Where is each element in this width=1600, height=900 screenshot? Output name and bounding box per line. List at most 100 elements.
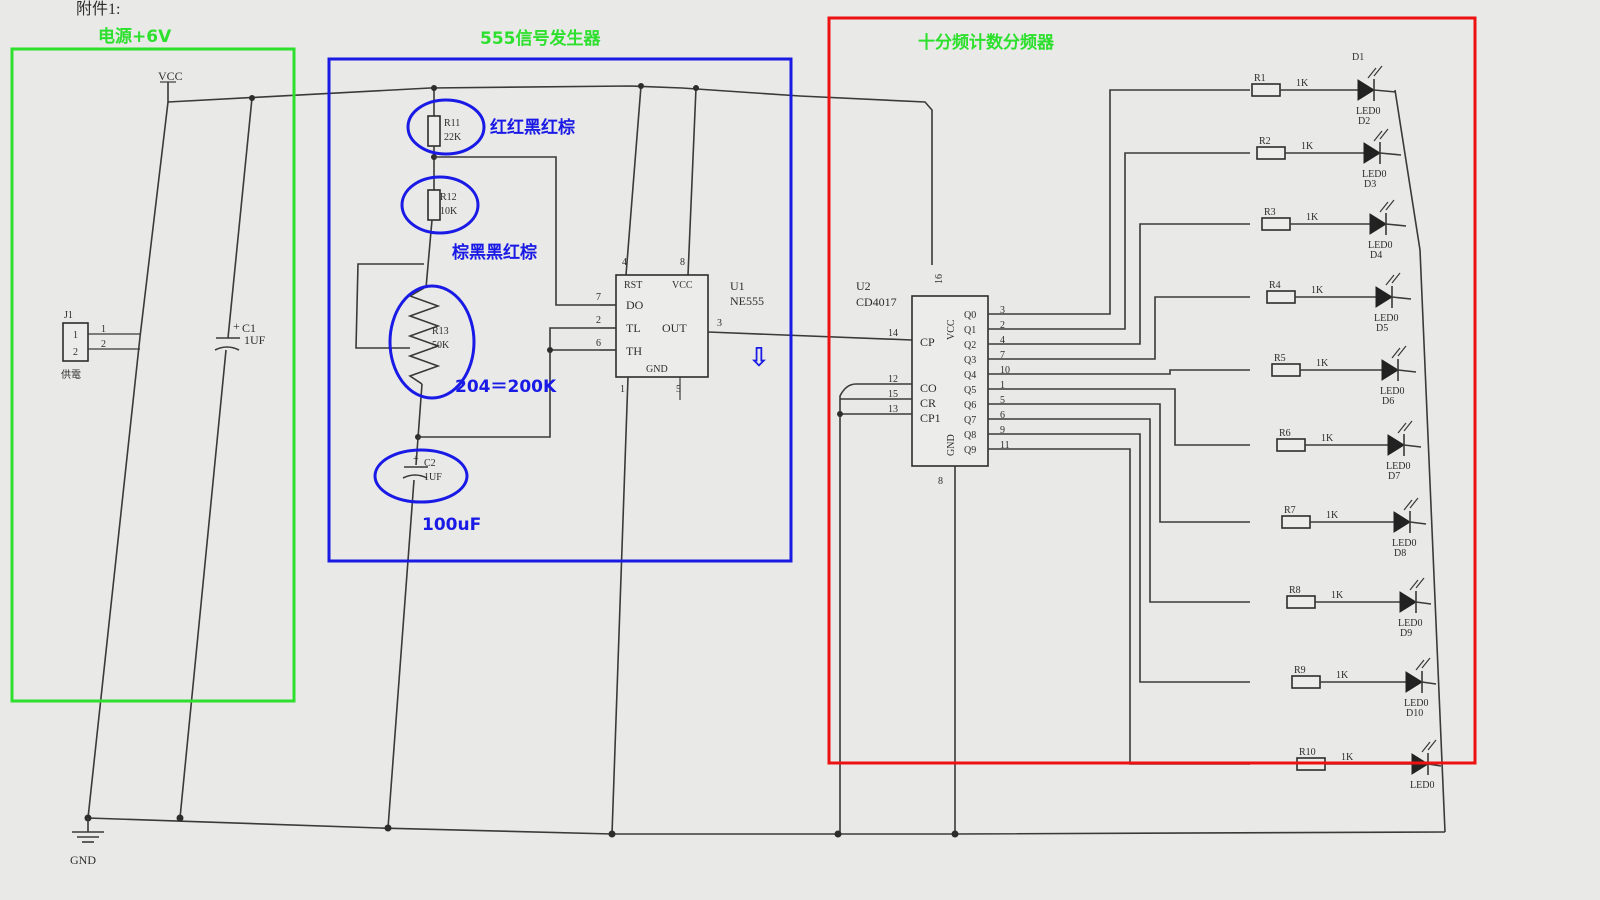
u1-pinnum-5: 5 xyxy=(676,384,681,395)
light-emission-icon xyxy=(1397,420,1413,434)
u1-pin-th: TH xyxy=(626,344,642,358)
resistor-value: 1K xyxy=(1301,141,1314,152)
resistor-ref: R8 xyxy=(1289,585,1301,596)
u2-pinnum-q7: 6 xyxy=(1000,410,1005,421)
gnd-rail xyxy=(87,817,1446,835)
q-wire xyxy=(988,433,1250,683)
u1-pinnum-1: 1 xyxy=(620,384,625,395)
c2-plus: + xyxy=(413,454,419,465)
led-type: LED0 xyxy=(1398,618,1422,629)
u2-pinnum-q5: 1 xyxy=(1000,380,1005,391)
resistor-value: 1K xyxy=(1336,670,1349,681)
q-wire xyxy=(988,89,1250,315)
resistor xyxy=(1271,363,1301,377)
u2-pinnum-cr: 15 xyxy=(888,389,898,400)
power-box xyxy=(10,47,296,703)
u1-pinnum-8: 8 xyxy=(680,257,685,268)
u2-pin-q1: Q1 xyxy=(964,325,976,336)
led-sub-label: D7 xyxy=(1388,471,1400,482)
led-icon xyxy=(1357,79,1375,101)
u2-part: CD4017 xyxy=(856,295,897,309)
resistor-ref: R10 xyxy=(1299,747,1316,758)
led-sub-label: D3 xyxy=(1364,179,1376,190)
u2-pinnum-vcc: 16 xyxy=(934,274,945,284)
u1-pinnum-3: 3 xyxy=(717,318,722,329)
resistor-ref: R2 xyxy=(1259,136,1271,147)
light-emission-icon xyxy=(1415,657,1431,671)
resistor-value: 1K xyxy=(1321,433,1334,444)
j1-name: 供電 xyxy=(61,368,81,381)
attachment-label: 附件1: xyxy=(76,0,120,18)
vcc-label: VCC xyxy=(158,69,183,83)
u1-pinnum-6: 6 xyxy=(596,338,601,349)
led-icon xyxy=(1393,511,1411,533)
led-sub-label: D6 xyxy=(1382,396,1394,407)
capacitor-c1: + C1 1UF xyxy=(214,319,266,351)
r12-value: 10K xyxy=(440,206,458,217)
r11-color-code: 红红黑红棕 xyxy=(490,117,575,138)
ground-symbol: GND xyxy=(70,818,104,867)
resistor-value: 1K xyxy=(1326,510,1339,521)
led-sub-label: D9 xyxy=(1400,628,1412,639)
q-wire xyxy=(988,448,1250,765)
u1-pin-out: OUT xyxy=(662,321,687,335)
led-sub-label: D10 xyxy=(1406,708,1423,719)
u2-pinnum-co: 12 xyxy=(888,374,898,385)
u1-pinnum-2: 2 xyxy=(596,315,601,326)
u2-pinnum-q0: 3 xyxy=(1000,305,1005,316)
light-emission-icon xyxy=(1403,497,1419,511)
power-annotation: 电源+6V xyxy=(98,26,172,47)
led-icon xyxy=(1363,142,1381,164)
resistor-ref: R4 xyxy=(1269,280,1281,291)
led-type: LED0 xyxy=(1362,169,1386,180)
resistor-ref: R1 xyxy=(1254,73,1266,84)
resistor-value: 1K xyxy=(1331,590,1344,601)
resistor-value: 1K xyxy=(1311,285,1324,296)
ic-u2-cd4017: U2 CD4017 CP CO CR CP1 VCC GND 14 12 15 … xyxy=(856,274,1010,487)
u2-pinnum-q1: 2 xyxy=(1000,320,1005,331)
led-sub-label: D8 xyxy=(1394,548,1406,559)
u2-pinnum-q4: 10 xyxy=(1000,365,1010,376)
resistor-value: 1K xyxy=(1306,212,1319,223)
led-type: LED0 xyxy=(1368,240,1392,251)
c2-ref: C2 xyxy=(424,458,436,469)
led-icon xyxy=(1381,359,1399,381)
resistor xyxy=(1261,217,1291,231)
j1-pin1: 1 xyxy=(101,324,106,335)
j1-pin2: 2 xyxy=(101,339,106,350)
potentiometer-r13: R13 50K xyxy=(355,263,450,385)
divider-annotation: 十分频计数分频器 xyxy=(918,32,1055,53)
c1-ref: C1 xyxy=(242,321,256,335)
u2-pin-vcc: VCC xyxy=(946,319,957,340)
led-type: LED0 xyxy=(1380,386,1404,397)
r13-highlight xyxy=(388,284,476,400)
timer-section: R11 22K R12 10K R13 50K + C2 1UF xyxy=(355,83,913,838)
u2-pin-q3: Q3 xyxy=(964,355,976,366)
resistor xyxy=(1266,290,1296,304)
vcc-rail xyxy=(160,81,933,265)
resistor xyxy=(1251,83,1281,97)
r12-ref: R12 xyxy=(440,192,457,203)
u1-part: NE555 xyxy=(730,294,764,308)
u1-ref: U1 xyxy=(730,279,745,293)
u2-ref: U2 xyxy=(856,279,871,293)
led-type: LED0 xyxy=(1374,313,1398,324)
u2-pin-q9: Q9 xyxy=(964,445,976,456)
resistor xyxy=(1256,146,1286,160)
power-section: VCC + C1 1UF J1 1 2 1 2 供電 xyxy=(61,69,266,867)
r13-value: 50K xyxy=(432,340,450,351)
q-wire xyxy=(988,388,1250,446)
u2-pinnum-q2: 4 xyxy=(1000,335,1005,346)
led-ref: D1 xyxy=(1352,52,1364,63)
r12-highlight xyxy=(400,175,480,235)
c2-highlight xyxy=(373,448,469,504)
resistor-ref: R6 xyxy=(1279,428,1291,439)
resistor-ref: R9 xyxy=(1294,665,1306,676)
j1-pin1-inner: 1 xyxy=(73,330,78,341)
r13-value-annotation: 204＝200K xyxy=(455,377,557,397)
